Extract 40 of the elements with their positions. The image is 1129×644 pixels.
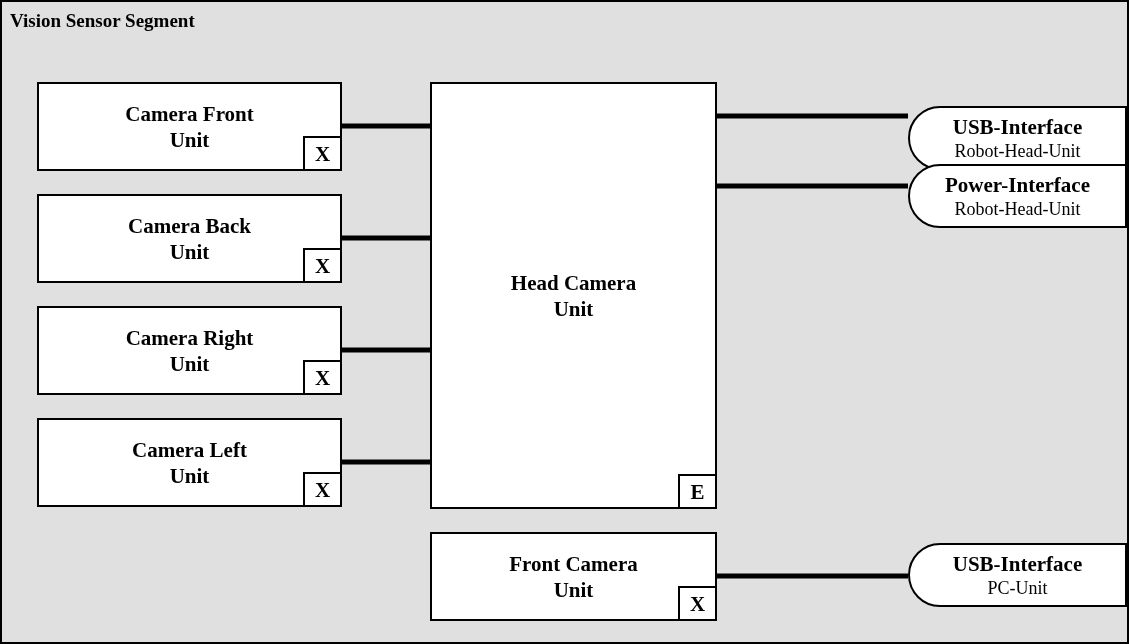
interface-label: USB-Interface (952, 551, 1083, 577)
unit-label: Camera Front Unit (124, 100, 255, 153)
marker-box (303, 360, 342, 395)
connector-line (342, 347, 430, 353)
connector-line (342, 123, 430, 129)
interface-sublabel: Robot-Head-Unit (954, 198, 1081, 220)
marker-box (303, 248, 342, 283)
unit-label: Camera Back Unit (126, 212, 253, 265)
unit-label: Front Camera Unit (508, 550, 639, 603)
segment-title: Vision Sensor Segment (10, 9, 195, 33)
marker-label: X (314, 140, 331, 167)
unit-box (37, 194, 342, 283)
unit-label: Camera Right Unit (124, 324, 255, 377)
unit-box (430, 532, 717, 621)
interface-terminal (908, 164, 1127, 228)
marker-label: X (314, 364, 331, 391)
unit-box (37, 82, 342, 171)
unit-label: Head Camera Unit (509, 269, 638, 322)
interface-label: USB-Interface (952, 114, 1083, 140)
marker-box (678, 586, 717, 621)
connector-line (717, 113, 908, 119)
unit-label: Camera Left Unit (131, 436, 248, 489)
connector-line (717, 573, 908, 579)
unit-box (37, 306, 342, 395)
connector-line (342, 459, 430, 465)
interface-terminal (908, 543, 1127, 607)
interface-sublabel: PC-Unit (987, 577, 1048, 599)
marker-label: X (314, 476, 331, 503)
connector-line (342, 235, 430, 241)
unit-box (37, 418, 342, 507)
marker-label: X (314, 252, 331, 279)
interface-sublabel: Robot-Head-Unit (954, 140, 1081, 162)
marker-label: E (690, 478, 705, 505)
unit-box (430, 82, 717, 509)
marker-box (303, 472, 342, 507)
marker-box (678, 474, 717, 509)
marker-box (303, 136, 342, 171)
interface-label: Power-Interface (945, 172, 1090, 198)
connector-line (717, 183, 908, 189)
marker-label: X (689, 590, 706, 617)
